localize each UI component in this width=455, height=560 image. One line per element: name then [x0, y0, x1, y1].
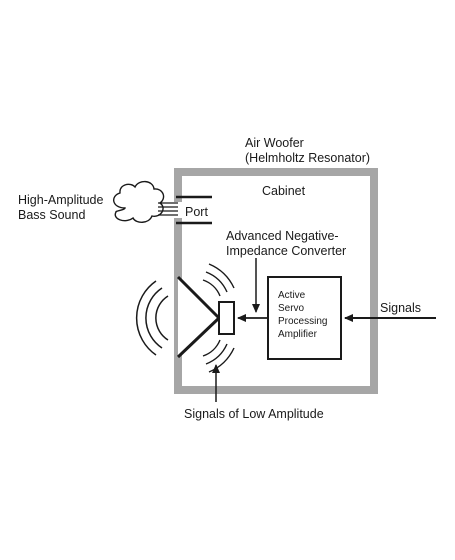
speaker-cone-icon [178, 277, 218, 356]
sound-wave-upper [202, 263, 235, 297]
converter-label-line2: Impedance Converter [226, 244, 346, 258]
amplifier-box [267, 276, 342, 360]
cabinet-wall [174, 168, 378, 394]
sound-wave-lower [202, 339, 235, 373]
port-label: Port [185, 205, 208, 219]
amp-label-line4: Amplifier [278, 329, 318, 340]
title-air-woofer: Air Woofer [245, 136, 304, 150]
amp-label-line3: Processing [278, 316, 327, 327]
amp-label-line2: Servo [278, 303, 305, 314]
port-tube [176, 195, 212, 225]
bass-label-line2: Bass Sound [18, 208, 85, 222]
sound-wave-icon [135, 280, 169, 356]
driver-coil [218, 301, 235, 335]
signals-label: Signals [380, 301, 421, 315]
cabinet-label: Cabinet [262, 184, 306, 198]
title-helmholtz: (Helmholtz Resonator) [245, 151, 370, 165]
amp-label-line1: Active [278, 290, 306, 301]
speaker-cone-lines [176, 275, 221, 359]
low-amplitude-label: Signals of Low Amplitude [184, 407, 324, 421]
converter-label-line1: Advanced Negative- [226, 229, 339, 243]
cloud-icon [113, 180, 165, 223]
bass-label-line1: High-Amplitude [18, 193, 104, 207]
air-flow-lines [158, 202, 178, 216]
